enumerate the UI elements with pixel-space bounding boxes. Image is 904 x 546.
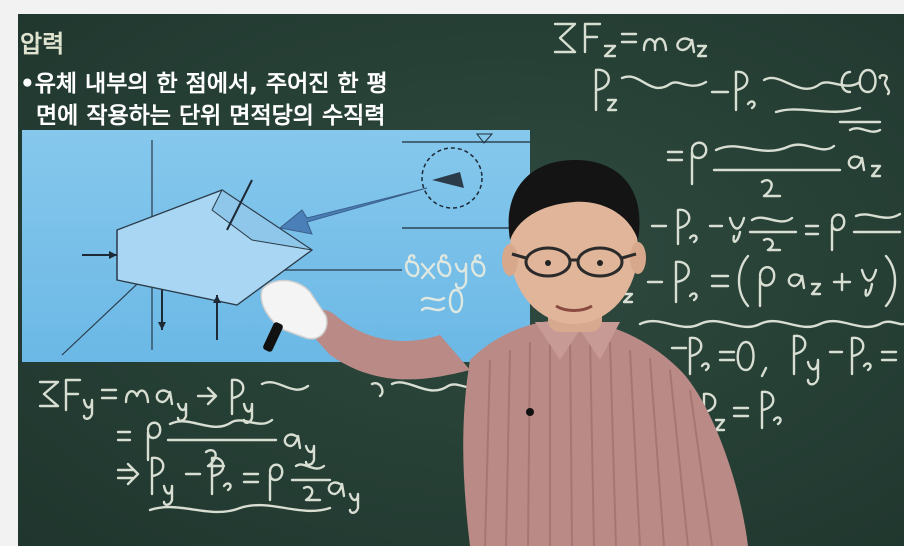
lapel-mic-icon xyxy=(526,408,534,416)
lecturer-face xyxy=(510,176,638,324)
slide-bullet-line-1: •유체 내부의 한 점에서, 주어진 한 평 xyxy=(20,71,388,97)
glasses-icon xyxy=(511,246,637,278)
slide-bullet-line-2: 면에 작용하는 단위 면적당의 수직력 xyxy=(36,103,386,129)
marker-icon xyxy=(263,322,283,352)
wedge-face xyxy=(211,189,313,251)
lecturer-arm xyxy=(308,309,470,380)
shirt-collar xyxy=(535,322,620,360)
inset-circle xyxy=(421,147,483,209)
ps-arrow xyxy=(226,179,253,231)
fluid-element-diagram xyxy=(61,133,530,356)
zoom-arrow xyxy=(278,187,428,235)
lecturer-shirt xyxy=(463,319,748,546)
slide-title: 압력 xyxy=(20,30,65,58)
lecturer-hair xyxy=(508,160,640,240)
